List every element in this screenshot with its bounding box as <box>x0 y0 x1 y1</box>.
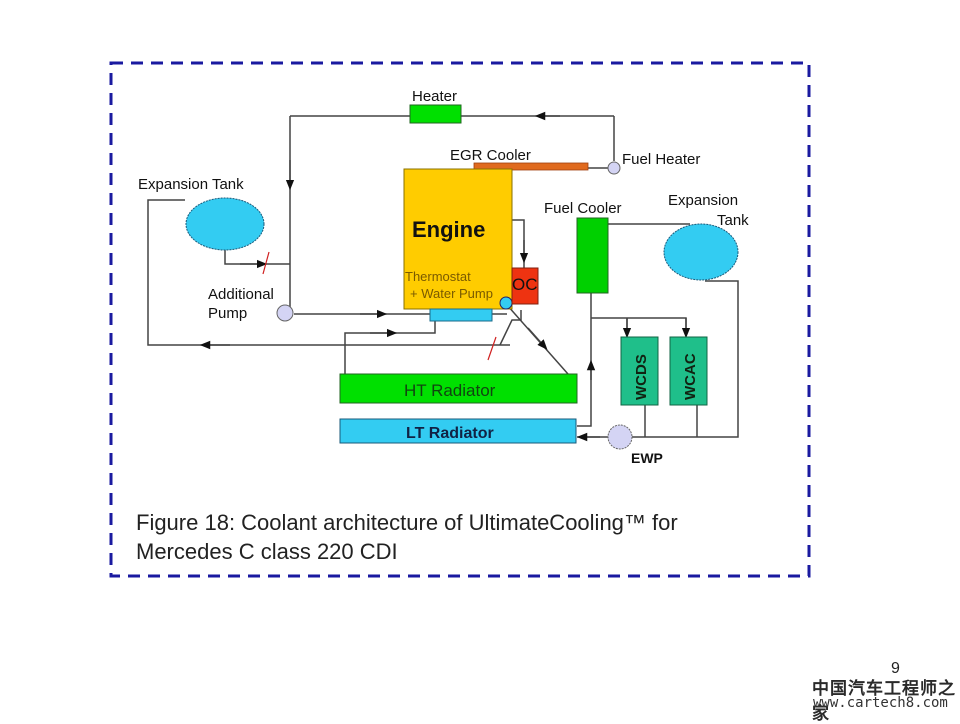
wcds-label: WCDS <box>633 354 650 400</box>
ht-radiator-label: HT Radiator <box>404 381 496 400</box>
expansion-tank-left <box>185 197 265 251</box>
oil-cooler-block <box>511 267 539 305</box>
wcac-label: WCAC <box>682 353 699 400</box>
valve-mark <box>487 336 497 361</box>
fuel-heater-pump <box>607 161 621 175</box>
engine-label: Engine <box>412 217 485 242</box>
expansion-tank-left-label: Expansion Tank <box>138 176 244 193</box>
fuel-heater-label: Fuel Heater <box>622 151 700 168</box>
flow-arrow <box>527 327 548 350</box>
additional-pump <box>276 304 294 322</box>
engine-block <box>403 168 513 310</box>
fuel-cooler-label: Fuel Cooler <box>544 200 622 217</box>
thermostat-label-2: + Water Pump <box>410 286 493 301</box>
ht-radiator-block <box>339 373 578 404</box>
figure-frame <box>109 61 811 578</box>
watermark-url: www.cartech8.com <box>813 695 948 711</box>
coolant-lines <box>147 111 739 442</box>
electric-water-pump <box>607 424 633 450</box>
page-number: 9 <box>891 660 900 677</box>
thermostat-pump-icon <box>499 296 513 310</box>
oil-cooler-label: OC <box>512 275 538 294</box>
egr-cooler-label: EGR Cooler <box>450 147 531 164</box>
expansion-tank-right-label-2: Tank <box>717 212 749 229</box>
figure-caption-line1: Figure 18: Coolant architecture of Ultim… <box>136 510 678 535</box>
heater-label: Heater <box>412 88 457 105</box>
expansion-tank-right <box>663 223 739 281</box>
expansion-tank-right-label: Expansion <box>668 192 738 209</box>
fuel-cooler-block <box>576 217 609 294</box>
engine-cooler-block <box>429 308 493 322</box>
thermostat-label: Thermostat <box>405 269 471 284</box>
lt-radiator-label: LT Radiator <box>406 425 494 442</box>
additional-pump-label-2: Pump <box>208 305 247 322</box>
figure-caption-line2: Mercedes C class 220 CDI <box>136 539 398 564</box>
lt-radiator-block <box>339 418 577 444</box>
heater-block <box>409 104 462 124</box>
valve-mark <box>262 251 270 275</box>
egr-cooler-block <box>473 162 589 171</box>
additional-pump-label: Additional <box>208 286 274 303</box>
watermark-title: 中国汽车工程师之家 <box>812 679 956 724</box>
wcds-block <box>620 336 659 406</box>
wcac-block <box>669 336 708 406</box>
ewp-label: EWP <box>631 450 663 466</box>
